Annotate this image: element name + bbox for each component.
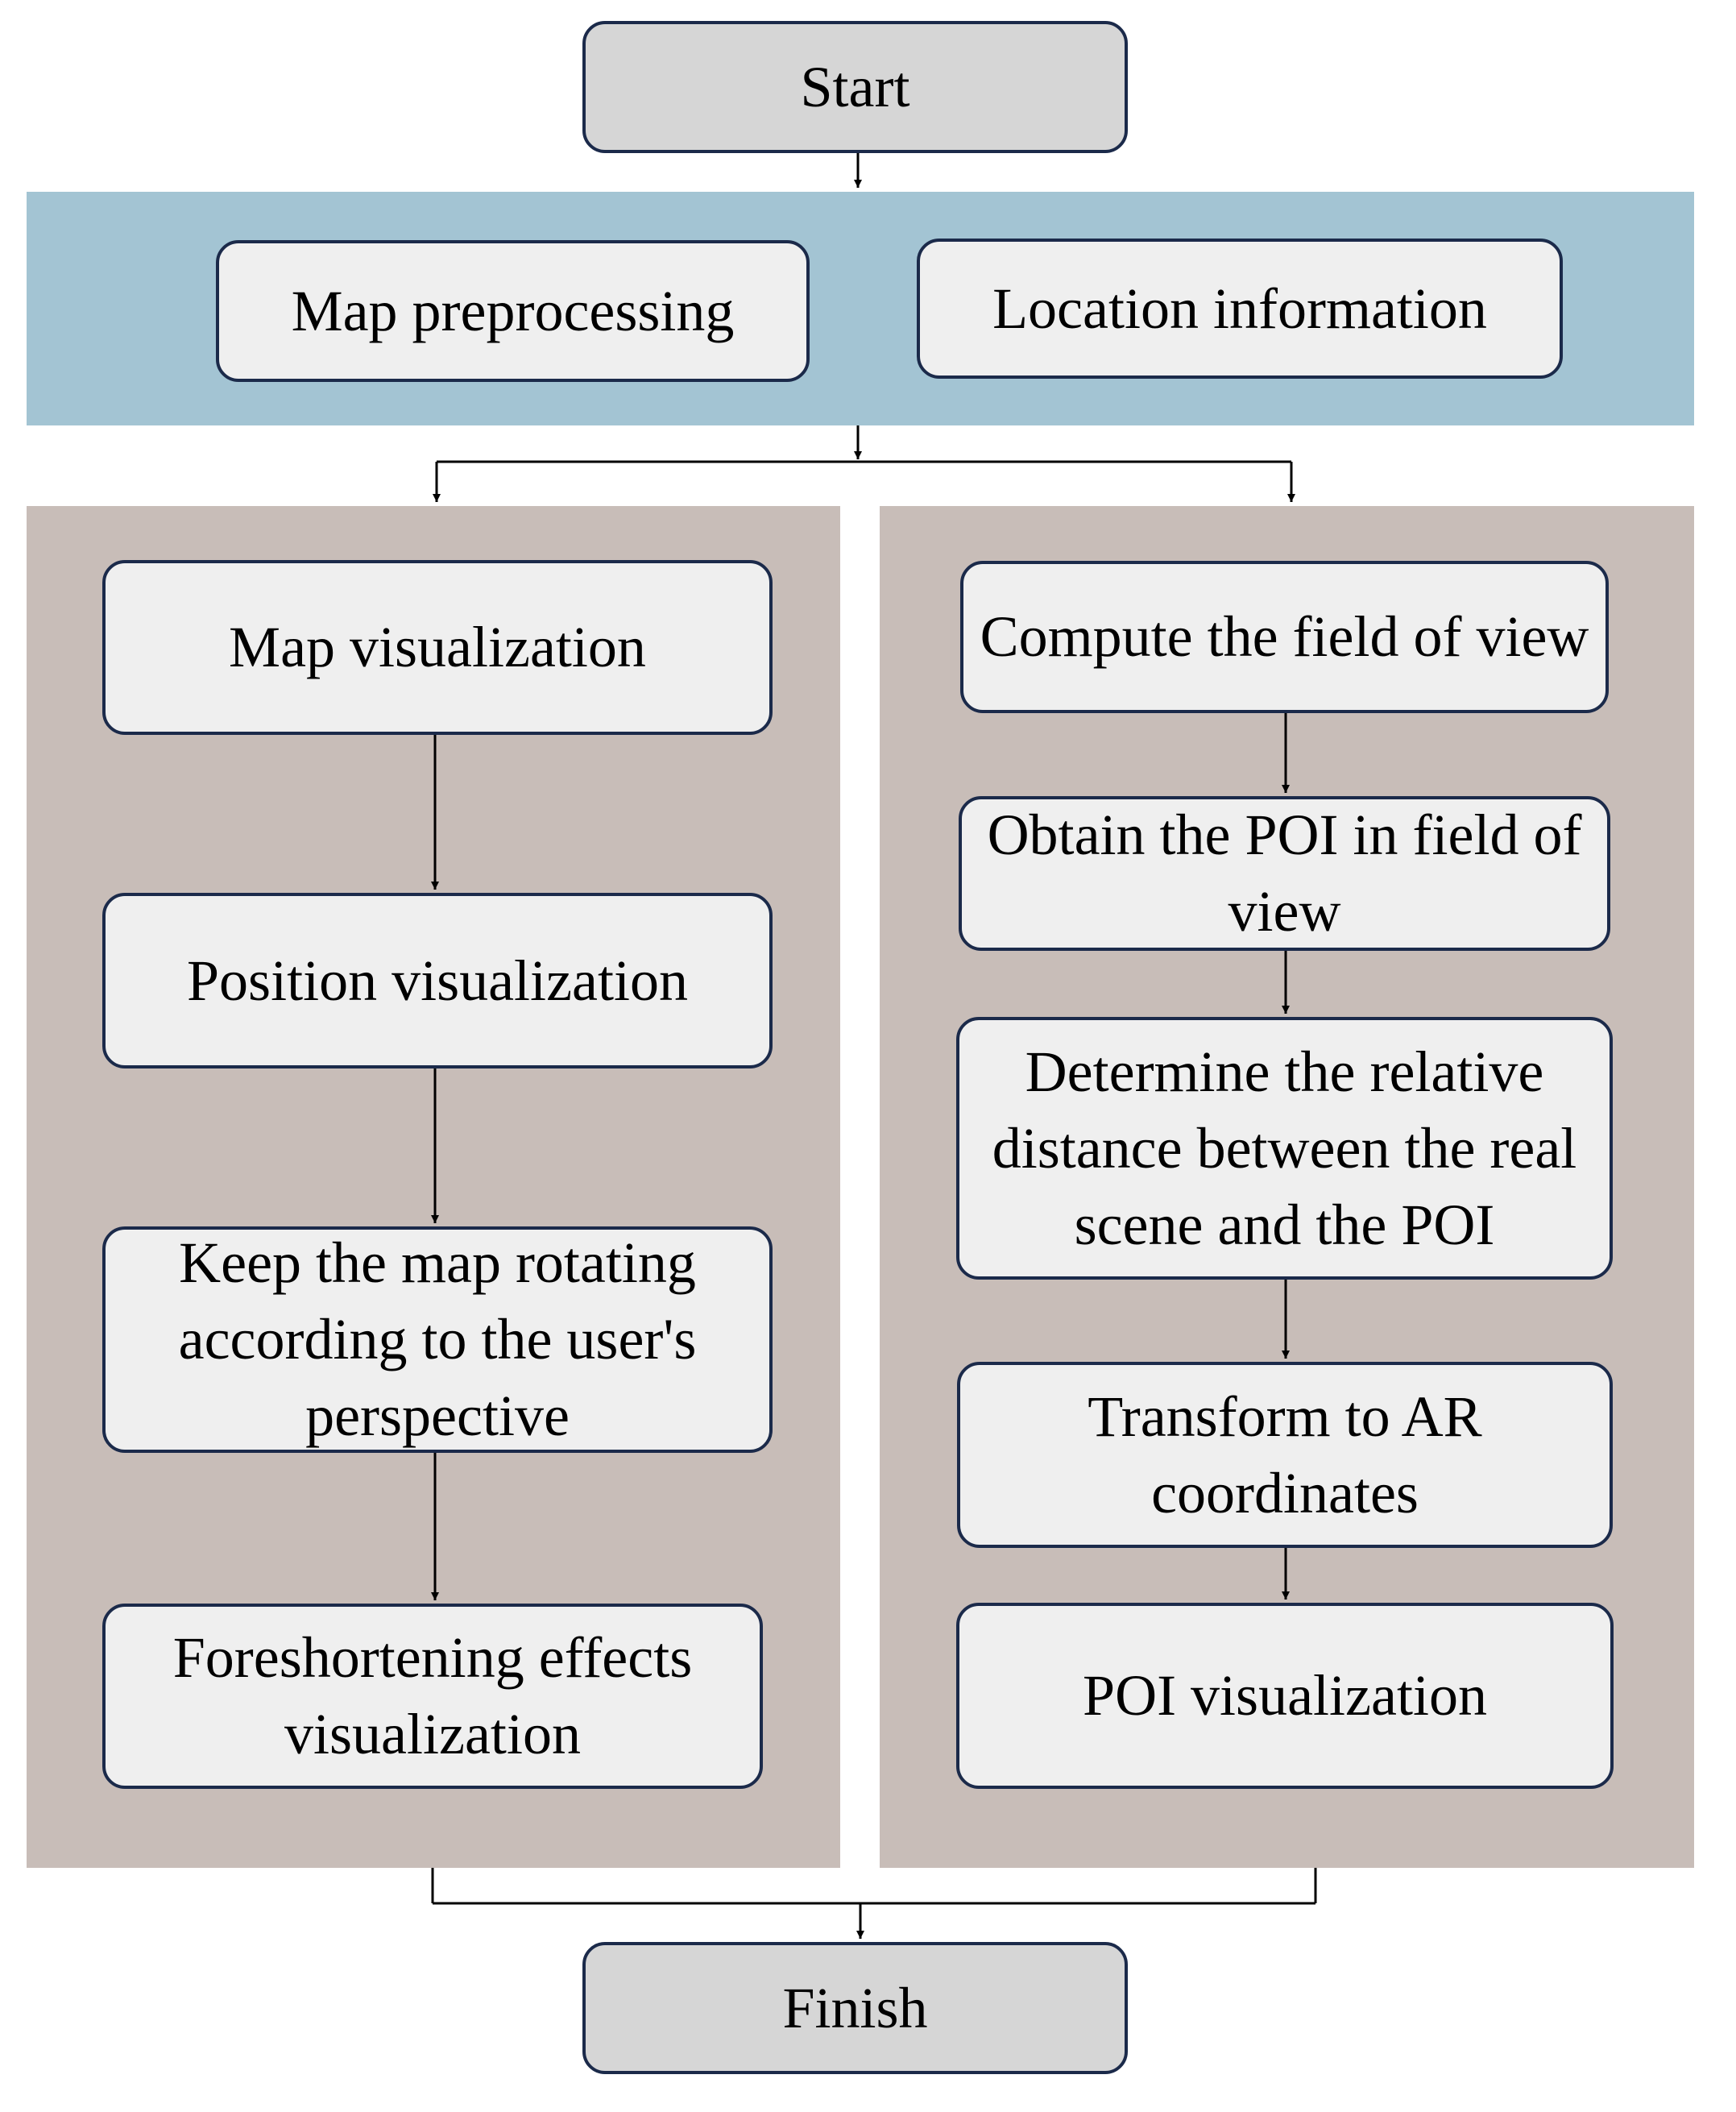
right-step-1: Compute the field of view	[960, 561, 1609, 713]
map-preprocessing-node: Map preprocessing	[216, 240, 810, 382]
left-step-1: Map visualization	[102, 560, 773, 735]
start-node: Start	[582, 21, 1128, 153]
left-step-4: Foreshortening effects visualization	[102, 1604, 763, 1789]
right-step-4: Transform to AR coordinates	[957, 1362, 1613, 1548]
right-step-5: POI visualization	[956, 1603, 1614, 1789]
left-step-2: Position visualization	[102, 893, 773, 1068]
finish-node: Finish	[582, 1942, 1128, 2074]
right-step-2: Obtain the POI in field of view	[959, 796, 1610, 951]
left-step-3: Keep the map rotating according to the u…	[102, 1226, 773, 1453]
right-step-3: Determine the relative distance between …	[956, 1017, 1613, 1280]
location-information-node: Location information	[917, 239, 1563, 379]
